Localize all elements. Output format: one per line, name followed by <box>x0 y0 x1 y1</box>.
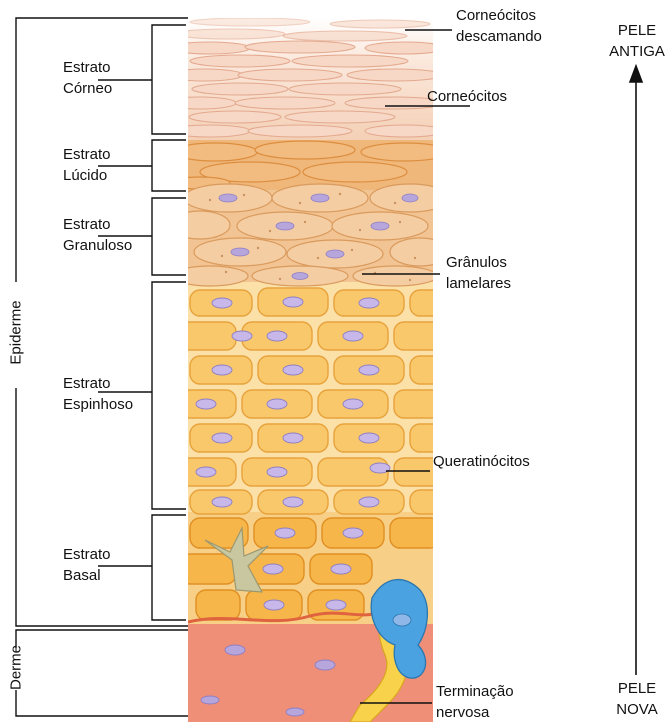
label-corneocitos-descamando: Corneócitos descamando <box>456 5 542 47</box>
skin-column <box>164 18 450 722</box>
label-pele-antiga: PELE ANTIGA <box>604 20 670 62</box>
label-estrato-basal: Estrato Basal <box>63 544 111 586</box>
arrow-head <box>630 66 642 82</box>
label-queratinocitos: Queratinócitos <box>433 451 530 472</box>
bracket-lucido <box>98 140 186 191</box>
label-estrato-granuloso: Estrato Granuloso <box>63 214 132 256</box>
label-granulos-lamelares: Grânulos lamelares <box>446 252 511 294</box>
label-estrato-espinhoso: Estrato Espinhoso <box>63 373 133 415</box>
label-terminacao-nervosa: Terminação nervosa <box>436 681 514 723</box>
label-estrato-corneo: Estrato Córneo <box>63 57 112 99</box>
nerve-cell-nucleus <box>393 614 411 626</box>
bracket-derme <box>16 630 188 716</box>
label-derme: Derme <box>8 638 25 698</box>
bracket-epiderme <box>16 18 188 626</box>
region-brackets <box>16 18 188 716</box>
strata-brackets <box>98 25 186 620</box>
label-epiderme: Epiderme <box>8 293 25 373</box>
label-estrato-lucido: Estrato Lúcido <box>63 144 111 186</box>
label-pele-nova: PELE NOVA <box>604 678 670 720</box>
age-arrow <box>630 66 642 675</box>
bracket-basal <box>98 515 186 620</box>
label-corneocitos: Corneócitos <box>427 86 507 107</box>
